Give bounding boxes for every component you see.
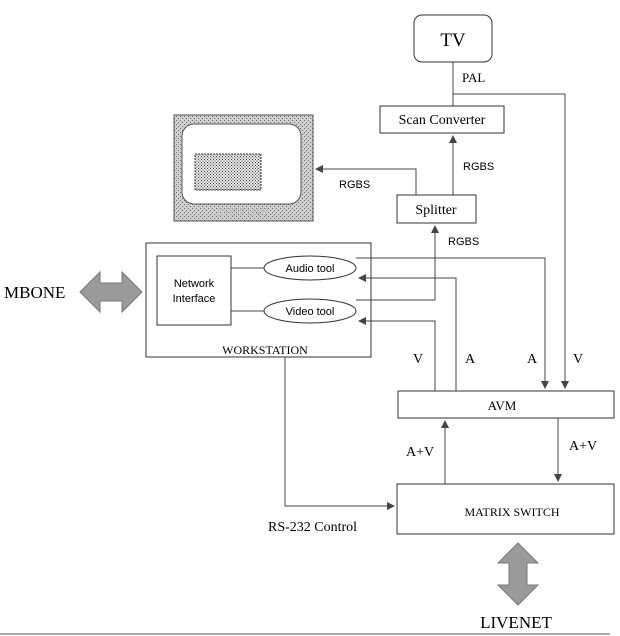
rs232-wire — [284, 357, 395, 510]
matrix-switch-label: MATRIX SWITCH — [465, 505, 560, 519]
splitter-label: Splitter — [415, 203, 457, 218]
rgbs-label-2: RGBS — [339, 179, 370, 191]
mbone-double-arrow — [79, 270, 143, 314]
a-label-1: A — [465, 352, 476, 367]
rgbs-label-1: RGBS — [463, 161, 494, 173]
network-interface-label-2: Interface — [173, 293, 216, 305]
a-label-2: A — [527, 352, 538, 367]
mbone-connector: MBONE — [4, 270, 143, 314]
rgbs-label-3: RGBS — [448, 236, 479, 248]
video-tool-label: Video tool — [286, 306, 335, 318]
livenet-label: LIVENET — [480, 613, 552, 632]
workstation-label: WORKSTATION — [222, 343, 308, 357]
avm-audio-wire — [358, 274, 457, 391]
avm-label: AVM — [488, 398, 517, 413]
splitter-display-wire — [315, 165, 417, 195]
avm-video-wire — [358, 317, 436, 391]
rs232-label: RS-232 Control — [268, 520, 357, 535]
livenet-connector: LIVENET — [480, 542, 552, 632]
v-label-1: V — [413, 352, 423, 367]
network-interface-label-1: Network — [174, 278, 215, 290]
pal-label: PAL — [462, 70, 485, 85]
display-monitor: DISPLAY — [173, 114, 314, 222]
workstation-node: WORKSTATION Network Interface Audio tool… — [145, 242, 372, 358]
mbone-label: MBONE — [4, 283, 65, 302]
v-label-2: V — [573, 352, 583, 367]
av-label-down: A+V — [569, 439, 597, 454]
network-interface-box — [156, 255, 232, 326]
scan-converter-node: Scan Converter — [379, 105, 505, 134]
splitter-node: Splitter — [396, 194, 477, 224]
display-label: DISPLAY — [217, 207, 270, 219]
tv-label: TV — [440, 30, 466, 51]
pal-avm-wire — [453, 93, 569, 389]
av-label-up: A+V — [406, 445, 434, 460]
video-splitter-wire — [356, 225, 439, 301]
audio-avm-wire — [356, 257, 549, 389]
livenet-double-arrow — [496, 542, 540, 606]
avm-node: AVM — [397, 390, 615, 419]
audio-tool-label: Audio tool — [286, 263, 335, 275]
tv-node: TV — [413, 14, 493, 63]
scan-converter-label: Scan Converter — [399, 113, 486, 128]
matrix-switch-node: MATRIX SWITCH — [396, 483, 615, 535]
